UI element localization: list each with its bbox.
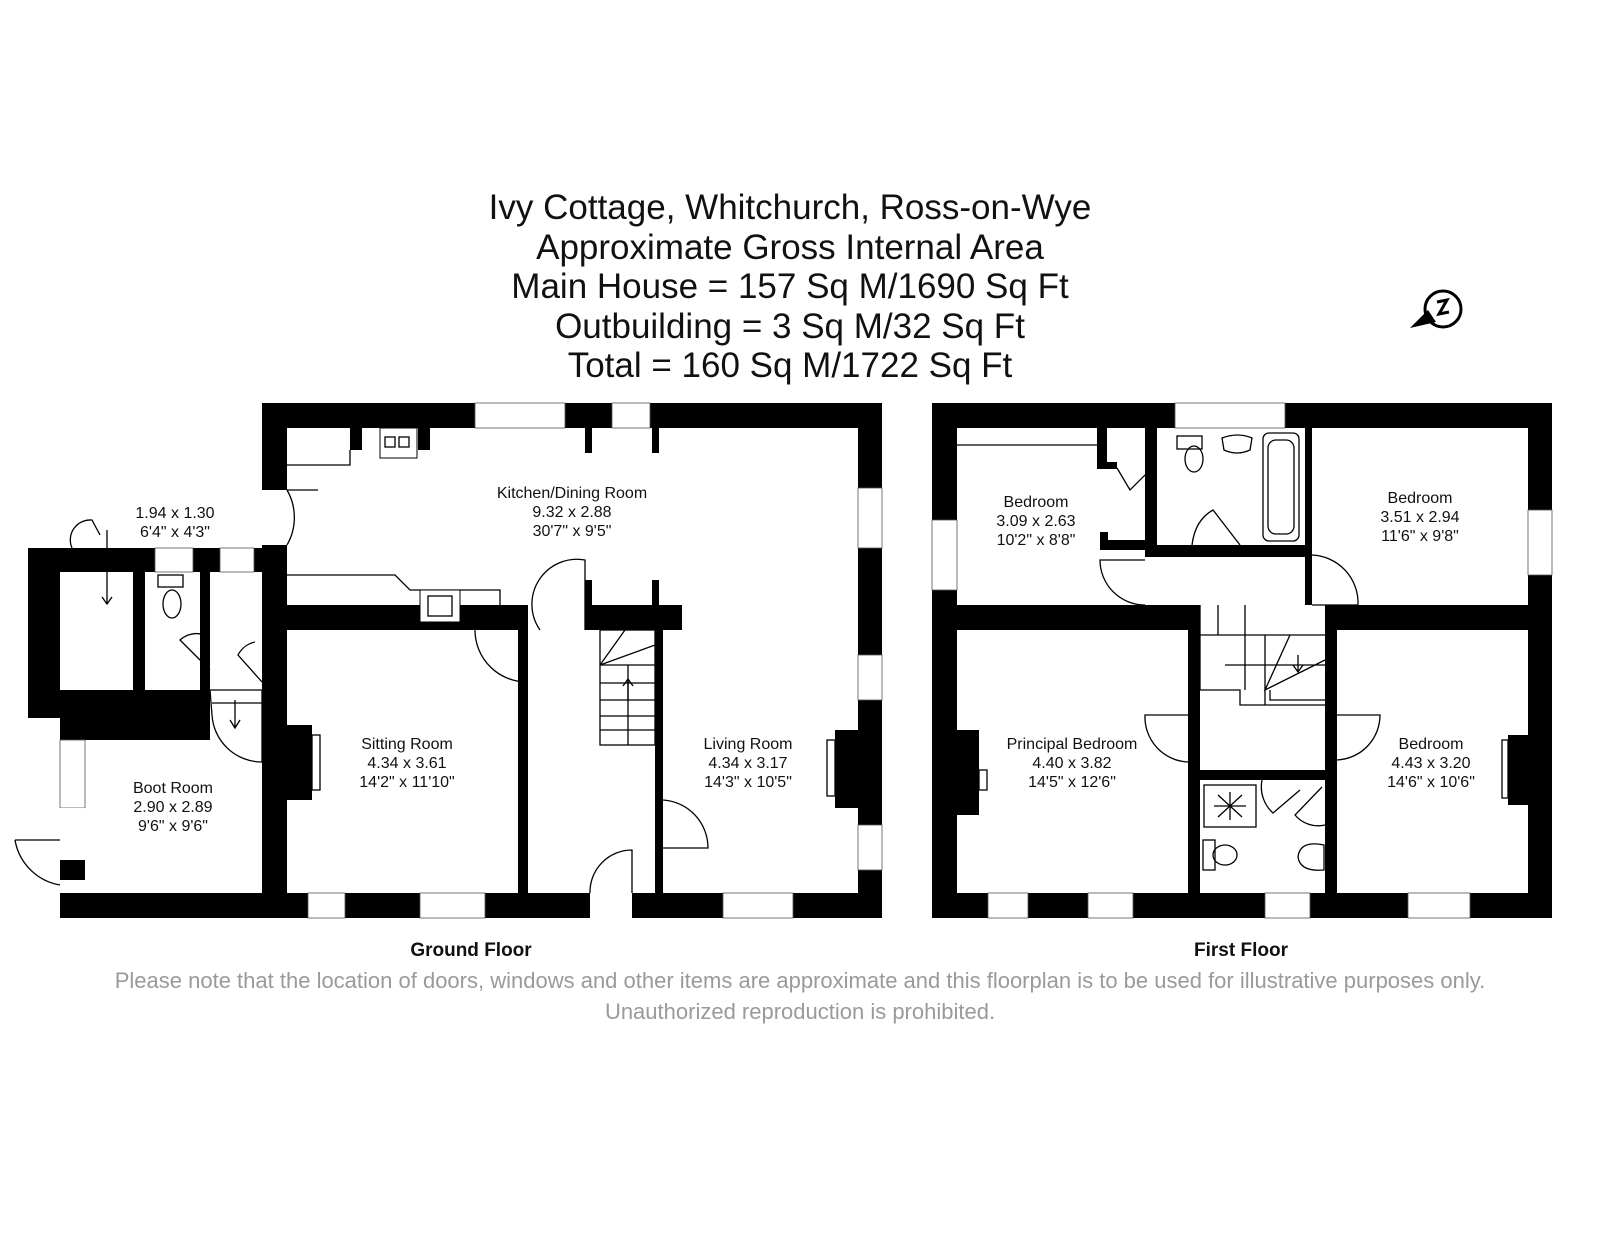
room-imperial: 11'6" x 9'8" [1381, 528, 1459, 545]
room-principal-bedroom [957, 630, 1188, 893]
room-boot [85, 740, 262, 893]
room-metric: 9.32 x 2.88 [532, 504, 611, 521]
first-room-labels: Bedroom 3.09 x 2.63 10'2" x 8'8" Bedroom… [996, 490, 1474, 791]
room-label-living: Living Room [704, 736, 793, 753]
north-arrow-icon [1410, 289, 1463, 329]
room-ensuite [1200, 780, 1325, 893]
room-bedroom-4 [1337, 630, 1528, 893]
room-label-bedroom: Bedroom [1388, 490, 1453, 507]
room-metric: 3.51 x 2.94 [1380, 509, 1459, 526]
room-metric: 4.40 x 3.82 [1032, 755, 1111, 772]
room-bedroom-2 [957, 428, 1145, 605]
room-wc [145, 572, 200, 690]
room-landing-upper [1145, 557, 1310, 605]
first-floor-label: First Floor [1194, 940, 1289, 961]
room-label-sitting: Sitting Room [361, 736, 453, 753]
room-metric: 4.34 x 3.17 [708, 755, 787, 772]
room-label-bedroom: Bedroom [1399, 736, 1464, 753]
ground-floor-label: Ground Floor [410, 940, 532, 961]
ground-room-labels: Kitchen/Dining Room 9.32 x 2.88 30'7" x … [133, 485, 792, 835]
room-store [60, 572, 133, 690]
room-imperial: 9'6" x 9'6" [138, 818, 208, 835]
room-bedroom-3 [1312, 428, 1528, 605]
title-property: Ivy Cottage, Whitchurch, Ross-on-Wye [488, 188, 1092, 227]
room-imperial: 14'5" x 12'6" [1028, 774, 1116, 791]
room-landing [1200, 605, 1325, 770]
room-imperial: 30'7" x 9'5" [533, 523, 612, 540]
room-living [663, 428, 858, 893]
title-main-house: Main House = 157 Sq M/1690 Sq Ft [511, 267, 1069, 306]
room-metric: 3.09 x 2.63 [996, 513, 1075, 530]
room-metric: 1.94 x 1.30 [135, 505, 214, 522]
ground-stairs [599, 629, 656, 746]
room-imperial: 14'3" x 10'5" [704, 774, 792, 791]
disclaimer: Please note that the location of doors, … [114, 968, 1486, 1024]
room-imperial: 6'4" x 4'3" [140, 524, 210, 541]
floorplan-title: Ivy Cottage, Whitchurch, Ross-on-Wye App… [0, 188, 1580, 386]
room-bathroom [1157, 428, 1305, 545]
room-metric: 4.43 x 3.20 [1391, 755, 1470, 772]
room-metric: 4.34 x 3.61 [367, 755, 446, 772]
room-imperial: 14'6" x 10'6" [1387, 774, 1475, 791]
title-outbuilding: Outbuilding = 3 Sq M/32 Sq Ft [555, 306, 1025, 346]
title-area-heading: Approximate Gross Internal Area [536, 227, 1044, 267]
room-label-bedroom: Bedroom [1004, 494, 1069, 511]
title-total: Total = 160 Sq M/1722 Sq Ft [567, 346, 1013, 385]
room-label-boot: Boot Room [133, 780, 213, 797]
first-floor-plan [931, 402, 1553, 919]
room-imperial: 14'2" x 11'10" [359, 774, 454, 791]
room-imperial: 10'2" x 8'8" [997, 532, 1076, 549]
room-hall [528, 600, 655, 893]
room-metric: 2.90 x 2.89 [133, 799, 212, 816]
room-label-kitchen: Kitchen/Dining Room [497, 485, 647, 502]
first-stairs [1199, 605, 1326, 706]
first-floor-doors [1099, 467, 1381, 827]
ground-doors [14, 489, 709, 894]
room-sitting [287, 630, 518, 893]
room-label-principal-bedroom: Principal Bedroom [1007, 736, 1138, 753]
ground-floor-plan [14, 402, 883, 919]
